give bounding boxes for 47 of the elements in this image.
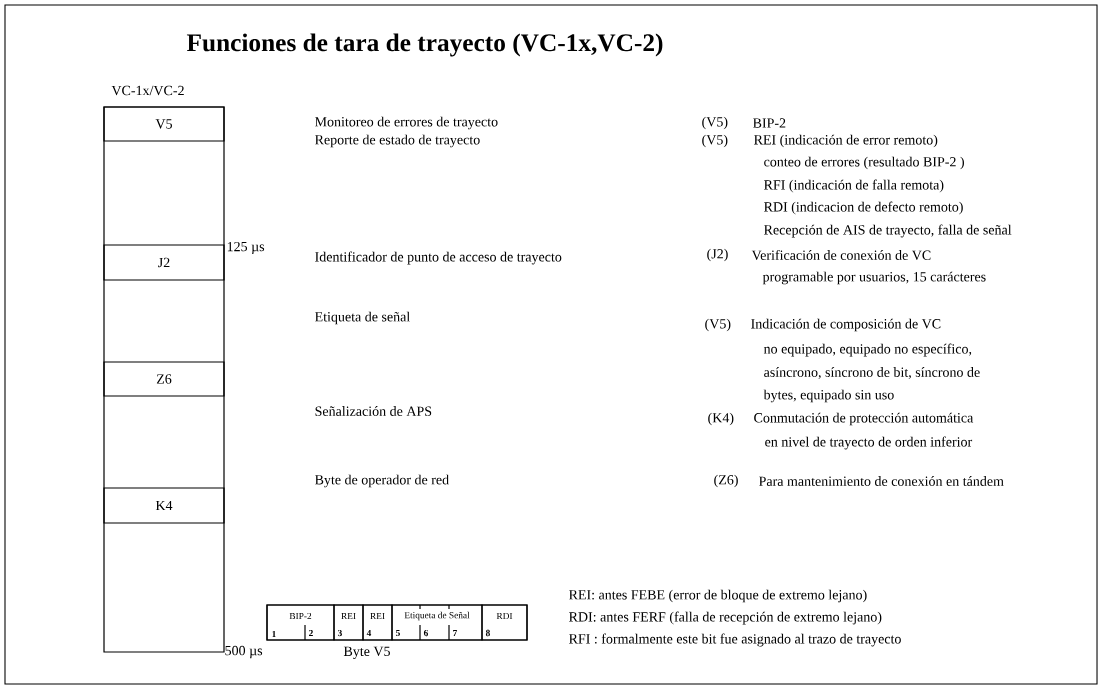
bit-number: 1 — [272, 630, 276, 638]
label-text: 500 µs — [225, 645, 263, 659]
label-text: Monitoreo de errores de trayecto — [315, 116, 498, 130]
byte-cell: Z6 — [103, 361, 225, 397]
label-text: 125 µs — [227, 241, 265, 255]
byte-cell: J2 — [103, 244, 225, 281]
label-text: Para mantenimiento de conexión en tándem — [759, 476, 1004, 486]
bit-number: 7 — [453, 629, 458, 637]
label-text: Indicación de composición de VC — [751, 318, 941, 332]
label-text: RFI : formalmente este bit fue asignado al trazo de trayecto — [569, 633, 901, 647]
bit-number: 2 — [309, 629, 313, 637]
label-text: REI (indicación de error remoto) — [754, 134, 938, 148]
bit-number: 6 — [423, 629, 428, 637]
label-text: (V5) — [702, 134, 728, 148]
label-text: en nivel de trayecto de orden inferior — [765, 436, 973, 450]
label-text: (J2) — [707, 248, 728, 262]
title: Funciones de tara de trayecto (VC-1x,VC-2) — [186, 33, 663, 57]
node-label: Byte V5 — [343, 646, 390, 659]
label-text: no equipado, equipado no específico, — [763, 343, 972, 357]
label-text: (V5) — [705, 318, 731, 332]
label-text: bytes, equipado sin uso — [763, 389, 894, 403]
label-text: asíncrono, síncrono de bit, síncrono de — [764, 367, 980, 379]
column-heading: VC-1x/VC-2 — [111, 85, 184, 96]
bit-number: 8 — [485, 629, 490, 637]
label-text: Verificación de conexión de VC — [751, 250, 931, 261]
label-text: Etiqueta de señal — [315, 311, 410, 325]
label-text: RDI (indicacion de defecto remoto) — [764, 201, 963, 215]
bit-number: 4 — [366, 629, 372, 637]
label-text: Identificador de punto de acceso de trayecto — [315, 251, 562, 265]
label-text: Conmutación de protección automática — [754, 412, 974, 426]
bit-number: 5 — [396, 629, 400, 637]
label-text: conteo de errores (resultado BIP-2 ) — [764, 156, 964, 170]
label-text: Señalización de APS — [315, 406, 432, 416]
label-text: (K4) — [708, 412, 734, 426]
label-text: RDI: antes FERF (falla de recepción de extremo lejano) — [569, 611, 882, 625]
label-text: programable por usuarios, 15 carácteres — [762, 271, 986, 285]
label-text: (V5) — [702, 116, 728, 130]
label-text: Reporte de estado de trayecto — [315, 134, 480, 148]
label-text: REI: antes FEBE (error de bloque de extremo lejano) — [569, 589, 867, 603]
label-text: (Z6) — [714, 474, 738, 488]
byte-cell: K4 — [103, 487, 225, 524]
label-text: RFI (indicación de falla remota) — [764, 179, 944, 193]
label-text: Byte de operador de red — [315, 474, 449, 488]
label-text: BIP-2 — [753, 118, 786, 128]
byte-cell: V5 — [103, 106, 225, 142]
label-text: Recepción de AIS de trayecto, falla de señal — [764, 224, 1012, 238]
bit-number: 3 — [337, 629, 342, 637]
